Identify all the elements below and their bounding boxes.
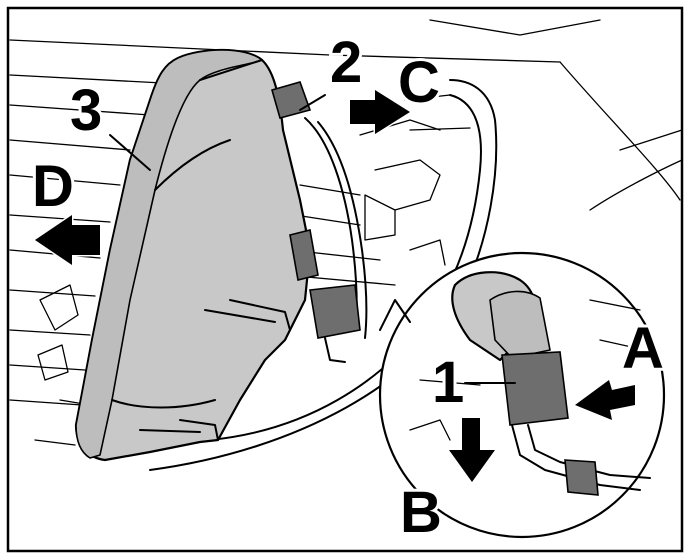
fog-light-housing [74,48,312,462]
leader-line-2 [299,94,326,111]
callout-1: 1 [432,350,464,415]
callout-c: C [398,50,440,115]
callout-b: B [400,480,442,545]
arrow-c [348,88,412,136]
arrow-b [447,416,497,484]
arrow-d [33,213,102,267]
leader-line-3 [109,134,151,171]
callout-3: 3 [70,78,102,143]
callout-2: 2 [330,30,362,95]
callout-a: A [622,316,664,381]
arrow-a [573,378,637,422]
detail-inset [378,251,666,539]
callout-d: D [32,154,74,219]
